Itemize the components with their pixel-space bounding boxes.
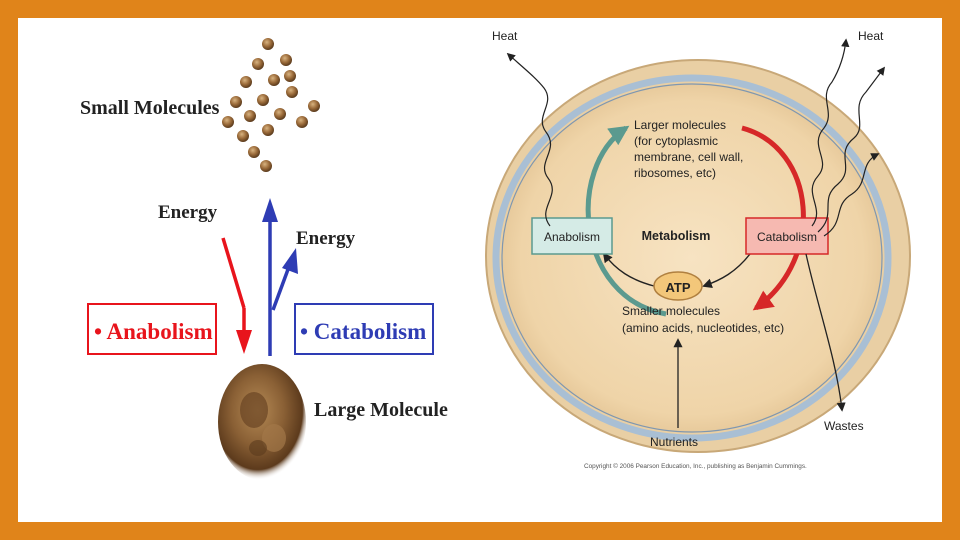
energy-left-label: Energy xyxy=(158,202,218,223)
catabolism-box-label: • Catabolism xyxy=(300,319,426,344)
catabolism-box xyxy=(294,303,434,355)
large-molecule-image xyxy=(218,364,306,480)
heat-right-arrow-3 xyxy=(823,153,880,237)
heat-right-label: Heat xyxy=(858,29,884,43)
small-molecule-beads xyxy=(222,38,320,172)
catabolism-node-label: Catabolism xyxy=(757,230,817,244)
nutrients-label: Nutrients xyxy=(650,435,698,449)
svg-text:membrane, cell wall,: membrane, cell wall, xyxy=(634,150,743,164)
anabolism-box xyxy=(87,303,217,355)
svg-text:Larger molecules: Larger molecules xyxy=(634,118,726,132)
small-molecules-label: Small Molecules xyxy=(80,97,220,119)
svg-text:ribosomes, etc): ribosomes, etc) xyxy=(634,166,716,180)
catabolism-cycle-arrow xyxy=(741,125,806,311)
heat-left-label: Heat xyxy=(492,29,518,43)
heat-right-arrow-2 xyxy=(817,66,886,233)
heat-left-arrow xyxy=(506,52,553,227)
catabolism-node xyxy=(745,217,829,255)
large-molecule-label: Large Molecule xyxy=(314,399,448,421)
wastes-arrow xyxy=(805,253,846,412)
slide: Small Molecules Energy Energy • Anabolis… xyxy=(18,18,942,522)
larger-molecules-text: Larger molecules (for cytoplasmic membra… xyxy=(634,118,743,180)
anabolism-box-label: • Anabolism xyxy=(94,319,213,344)
anabolism-node xyxy=(531,217,613,255)
metabolism-cell-figure: ATP Larger molecules (for cytoplasmic me… xyxy=(485,29,911,470)
anabolism-catabolism-figure: Small Molecules Energy Energy • Anabolis… xyxy=(80,38,448,480)
heat-right-arrow-1 xyxy=(811,38,850,227)
svg-text:(amino acids, nucleotides, etc: (amino acids, nucleotides, etc) xyxy=(622,321,784,335)
atp-badge xyxy=(653,271,703,301)
catabolism-to-atp-arrow xyxy=(702,253,751,289)
anabolism-arrow xyxy=(221,237,252,354)
catabolism-arrow xyxy=(262,198,298,356)
wastes-label: Wastes xyxy=(824,419,864,433)
metabolism-label: Metabolism xyxy=(642,229,711,243)
energy-right-label: Energy xyxy=(296,228,356,249)
smaller-molecules-text: Smaller molecules (amino acids, nucleoti… xyxy=(622,304,784,335)
svg-text:(for cytoplasmic: (for cytoplasmic xyxy=(634,134,718,148)
atp-label: ATP xyxy=(665,280,690,295)
svg-text:Smaller molecules: Smaller molecules xyxy=(622,304,720,318)
copyright-text: Copyright © 2006 Pearson Education, Inc.… xyxy=(584,462,807,470)
atp-to-anabolism-arrow xyxy=(602,252,655,287)
cell-membrane xyxy=(492,74,892,442)
anabolism-node-label: Anabolism xyxy=(544,230,600,244)
